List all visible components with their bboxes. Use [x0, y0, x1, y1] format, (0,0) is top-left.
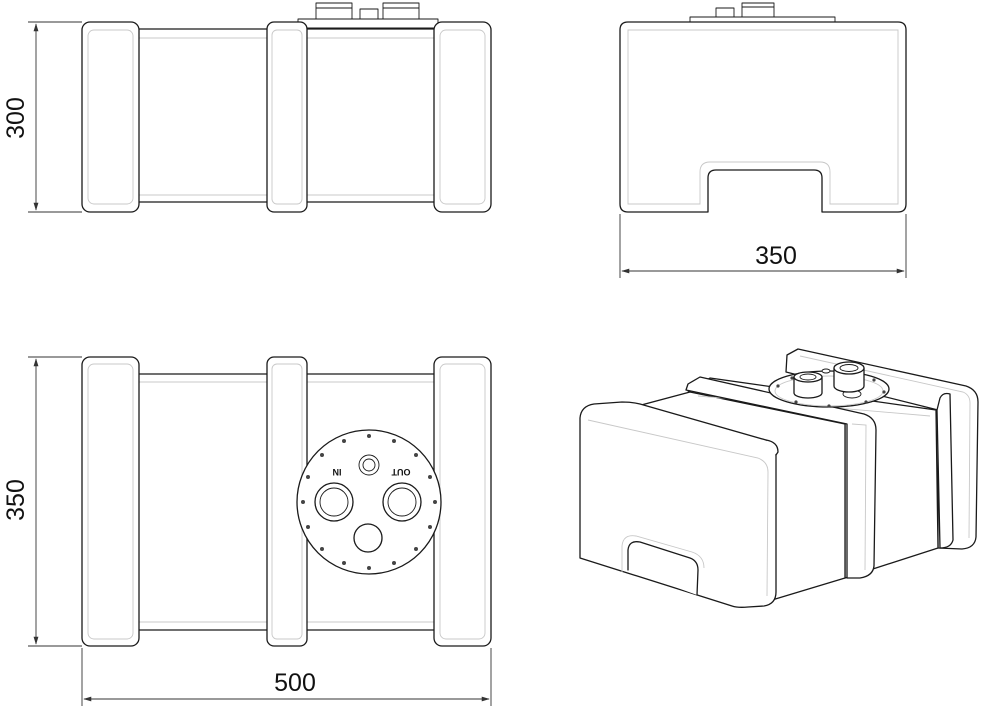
top-view-bands	[81, 356, 492, 647]
top-view-flange: IN OUT	[296, 429, 442, 575]
sender-port	[353, 523, 383, 553]
top-depth-dimension: 350	[2, 356, 82, 647]
dimension-label-width: 350	[755, 242, 797, 270]
top-length-dimension: 500	[81, 648, 492, 706]
side-width-dimension: 350	[619, 214, 907, 278]
top-view: IN OUT 350 500	[2, 356, 492, 706]
iso-middle-band	[685, 376, 954, 579]
flange-bolt-holes	[301, 434, 437, 570]
side-view-fittings	[689, 2, 836, 23]
side-view: 350	[619, 2, 907, 278]
front-height-dimension: 300	[2, 21, 82, 213]
dimension-label-length: 500	[274, 669, 316, 697]
front-view-bands	[81, 21, 492, 213]
outlet-label: OUT	[391, 467, 411, 477]
iso-flange	[768, 361, 890, 408]
inlet-label: IN	[333, 467, 342, 477]
side-view-body	[619, 21, 907, 213]
iso-front-band	[579, 401, 779, 608]
iso-back-band	[785, 348, 979, 550]
front-view: 300	[2, 2, 492, 213]
dimension-label-depth: 350	[2, 479, 30, 521]
front-view-fittings	[297, 2, 439, 29]
isometric-view	[579, 348, 979, 608]
dimension-label-height: 300	[2, 97, 30, 139]
